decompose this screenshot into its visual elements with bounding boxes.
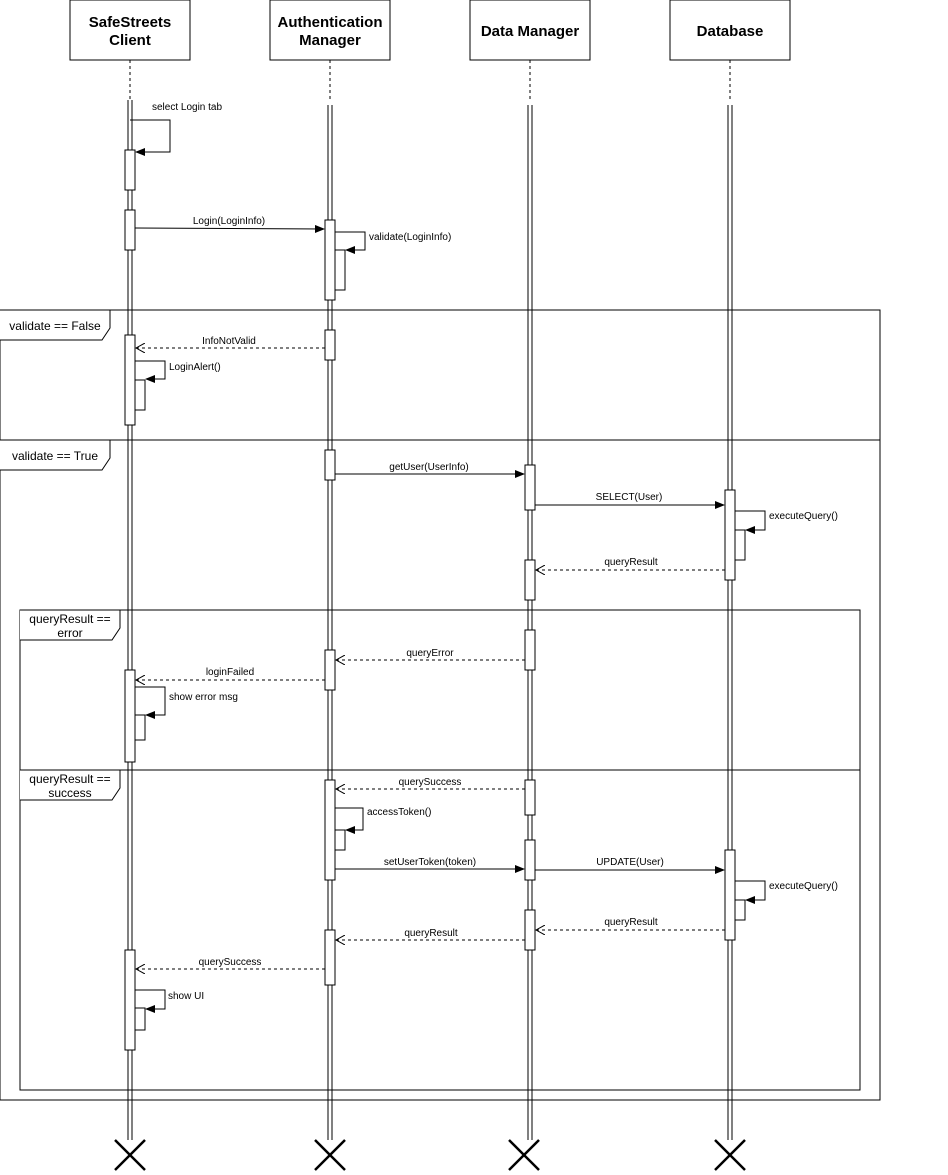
msg-info-not-valid-label: InfoNotValid [202, 336, 256, 347]
activation-data-1 [524, 464, 536, 511]
activation-data-3 [524, 629, 536, 671]
msg-login-failed-label: loginFailed [206, 667, 254, 678]
activation-auth-4 [324, 649, 336, 691]
participant-db: Database [669, 0, 791, 61]
destroy-data-icon [508, 1139, 540, 1171]
activation-client-5b [134, 1007, 146, 1031]
activation-db-1 [724, 489, 736, 581]
msg-set-user-token: setUserToken(token) [335, 857, 525, 873]
msg-query-error: queryError [336, 648, 525, 660]
msg-show-ui: show UI [135, 989, 204, 1013]
frame-validate-false-label: validate == False [9, 319, 101, 333]
msg-query-result-3-label: queryResult [404, 928, 458, 939]
activation-client-3 [124, 334, 136, 426]
frame-query-error-label-2: error [57, 626, 82, 640]
destroy-db-icon [714, 1139, 746, 1171]
msg-login-failed: loginFailed [136, 667, 325, 680]
activation-client-4 [124, 669, 136, 763]
msg-login-alert-label: LoginAlert() [169, 362, 221, 373]
activation-data-5 [524, 839, 536, 881]
participant-auth: Authentication Manager [269, 0, 391, 61]
participant-data-label: Data Manager [481, 23, 580, 40]
participant-client-label-1: SafeStreets [89, 14, 172, 31]
activation-client-5 [124, 949, 136, 1051]
msg-select-login-tab-label: select Login tab [152, 102, 222, 113]
lifeline-data [527, 105, 533, 1140]
activation-db-2b [734, 899, 746, 921]
msg-login: Login(LoginInfo) [134, 216, 325, 233]
msg-query-result-2: queryResult [536, 917, 725, 930]
frame-query-error: queryResult == error [19, 609, 861, 771]
msg-query-result-1: queryResult [536, 557, 725, 570]
activation-auth-5 [324, 779, 336, 881]
messages: select Login tab Login(LoginInfo) valida… [130, 102, 838, 1013]
activation-data-2 [524, 559, 536, 601]
msg-login-label: Login(LoginInfo) [193, 216, 265, 227]
participant-data: Data Manager [469, 0, 591, 61]
msg-get-user: getUser(UserInfo) [335, 462, 525, 478]
activation-auth-5b [334, 829, 346, 851]
frame-query-success-label-2: success [48, 786, 91, 800]
msg-execute-query-1: executeQuery() [735, 510, 838, 534]
activation-bars [124, 149, 746, 1051]
msg-show-ui-label: show UI [168, 991, 204, 1002]
activation-auth-6 [324, 929, 336, 986]
msg-execute-query-2: executeQuery() [735, 880, 838, 904]
participant-db-label: Database [697, 23, 764, 40]
lifeline-db [727, 105, 733, 1140]
msg-set-user-token-label: setUserToken(token) [384, 857, 476, 868]
activation-data-4 [524, 779, 536, 816]
frame-query-success-label-1: queryResult == [29, 772, 110, 786]
msg-update-user-label: UPDATE(User) [596, 857, 664, 868]
activation-auth-3 [324, 449, 336, 481]
activation-client-1 [124, 149, 136, 191]
frame-validate-true: validate == True [0, 439, 881, 1101]
destroy-client-icon [114, 1139, 146, 1171]
msg-query-success-1: querySuccess [336, 777, 525, 789]
msg-show-error: show error msg [135, 686, 238, 719]
msg-execute-query-2-label: executeQuery() [769, 881, 838, 892]
activation-client-3b [134, 379, 146, 411]
msg-validate: validate(LoginInfo) [335, 231, 451, 254]
activation-client-2 [124, 209, 136, 251]
msg-query-result-1-label: queryResult [604, 557, 658, 568]
activation-auth-2 [324, 329, 336, 361]
frame-validate-true-label: validate == True [12, 449, 98, 463]
msg-access-token: accessToken() [335, 807, 431, 834]
frame-query-error-label-1: queryResult == [29, 612, 110, 626]
msg-info-not-valid: InfoNotValid [136, 336, 325, 348]
msg-select-user-label: SELECT(User) [596, 492, 663, 503]
activation-db-1b [734, 529, 746, 561]
msg-query-result-2-label: queryResult [604, 917, 658, 928]
msg-select-user: SELECT(User) [535, 492, 725, 509]
participant-client: SafeStreets Client [69, 0, 191, 61]
msg-execute-query-1-label: executeQuery() [769, 511, 838, 522]
participant-auth-label-2: Manager [299, 32, 361, 49]
participant-client-label-2: Client [109, 32, 151, 49]
lifeline-dashes [129, 60, 731, 100]
msg-get-user-label: getUser(UserInfo) [389, 462, 468, 473]
destroy-auth-icon [314, 1139, 346, 1171]
activation-auth-1b [334, 249, 346, 291]
msg-query-success-2-label: querySuccess [199, 957, 262, 968]
frame-query-success: queryResult == success [19, 769, 861, 1091]
activation-client-4b [134, 714, 146, 741]
destruction-markers [114, 1139, 746, 1171]
msg-validate-label: validate(LoginInfo) [369, 232, 451, 243]
lifelines [127, 100, 733, 1140]
msg-select-login-tab: select Login tab [130, 102, 222, 156]
msg-query-success-2: querySuccess [136, 957, 325, 969]
activation-data-6 [524, 909, 536, 951]
activation-auth-1 [324, 219, 336, 301]
msg-query-error-label: queryError [406, 648, 454, 659]
msg-access-token-label: accessToken() [367, 807, 431, 818]
activation-db-2 [724, 849, 736, 941]
msg-query-result-3: queryResult [336, 928, 525, 940]
msg-show-error-label: show error msg [169, 692, 238, 703]
msg-query-success-1-label: querySuccess [399, 777, 462, 788]
msg-login-alert: LoginAlert() [135, 360, 221, 383]
msg-update-user: UPDATE(User) [535, 857, 725, 874]
participant-auth-label-1: Authentication [278, 14, 383, 31]
